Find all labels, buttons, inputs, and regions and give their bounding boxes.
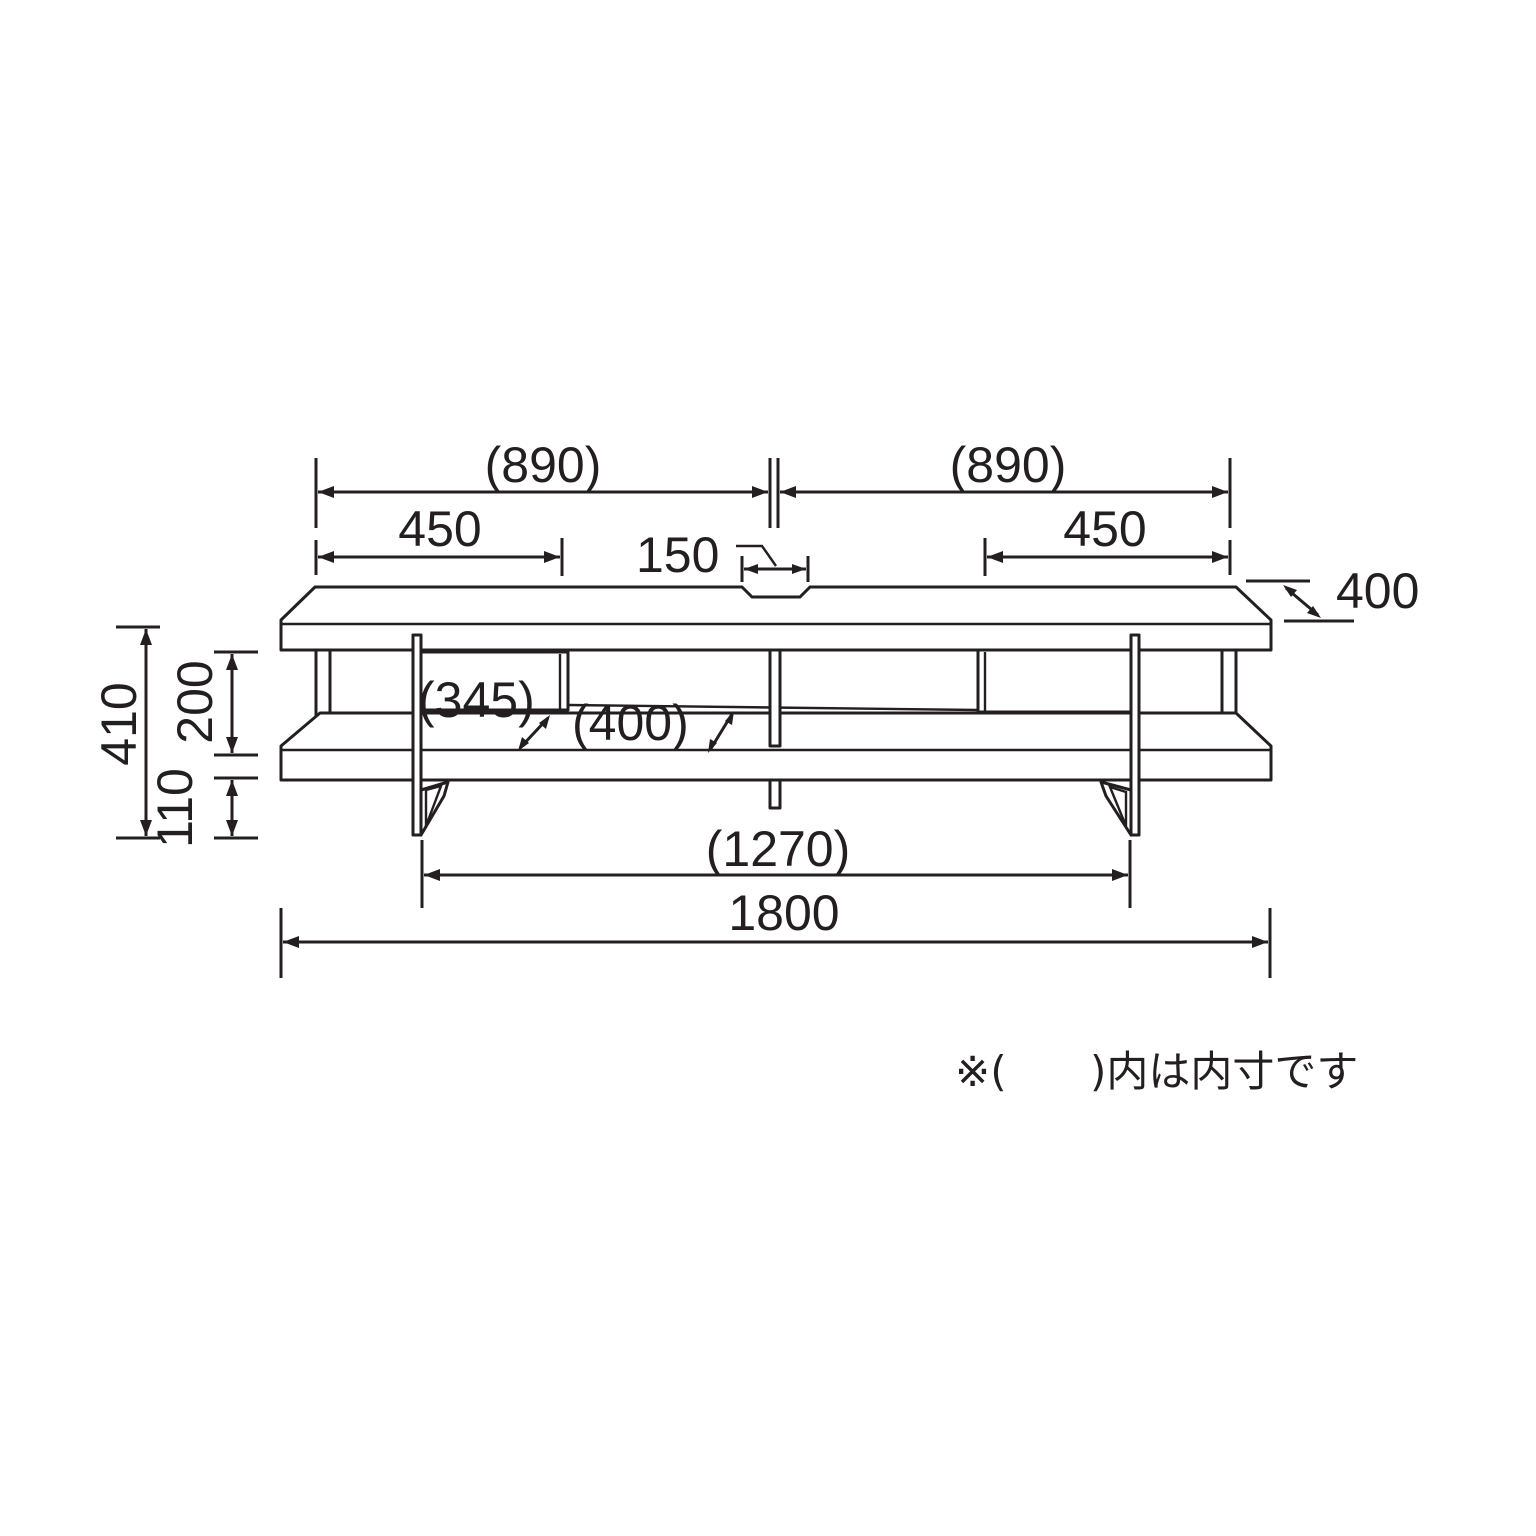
dim-base-height: 110 xyxy=(147,768,258,848)
dim-inner-width-right: (890) xyxy=(780,437,1232,528)
label-open-inner-depth: (400) xyxy=(572,695,689,751)
note-suffix: )内は内寸です xyxy=(1090,1047,1358,1096)
center-support xyxy=(768,778,782,810)
dim-drawer-width-right: 450 xyxy=(983,501,1232,576)
dim-drawer-inner-depth: (345) xyxy=(418,672,550,751)
dim-open-inner-depth: (400) xyxy=(572,695,734,753)
inner-dimension-note: ※( )内は内寸です xyxy=(955,1047,1358,1096)
label-leg-span: (1270) xyxy=(706,821,851,877)
note-prefix: ※( xyxy=(955,1047,1007,1096)
label-depth: 400 xyxy=(1336,563,1419,619)
dim-opening-height: 200 xyxy=(167,650,258,757)
dim-drawer-width-left: 450 xyxy=(314,501,564,576)
label-opening-height: 200 xyxy=(167,660,223,743)
dim-cable-hole: 150 xyxy=(636,527,810,583)
label-inner-width-left: (890) xyxy=(485,437,602,493)
right-leg xyxy=(1099,633,1141,837)
center-divider xyxy=(768,646,782,748)
cable-hole-notch xyxy=(741,586,811,599)
right-drawer xyxy=(976,648,1134,714)
label-cable-hole: 150 xyxy=(636,527,719,583)
label-inner-width-right: (890) xyxy=(950,437,1067,493)
left-leg xyxy=(411,633,450,837)
dim-inner-width-left: (890) xyxy=(314,437,780,528)
label-total-height: 410 xyxy=(91,682,147,765)
tv-board-outline xyxy=(279,585,1273,837)
dim-total-width: 1800 xyxy=(279,885,1272,978)
dim-depth: 400 xyxy=(1246,563,1419,623)
label-base-height: 110 xyxy=(147,768,203,848)
dim-leg-span: (1270) xyxy=(420,821,1132,908)
label-total-width: 1800 xyxy=(728,885,839,941)
dim-total-height: 410 xyxy=(91,625,160,840)
label-drawer-inner-depth: (345) xyxy=(418,672,535,728)
label-drawer-width-right: 450 xyxy=(1063,501,1146,557)
label-drawer-width-left: 450 xyxy=(398,501,481,557)
